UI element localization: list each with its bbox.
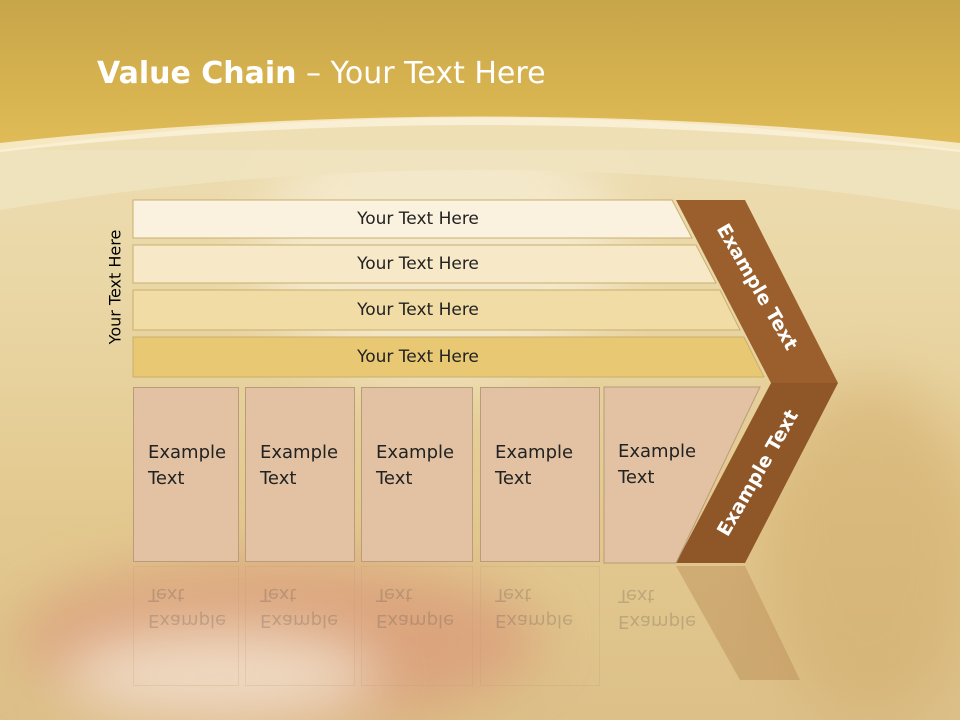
column-text-5b: Text: [618, 467, 655, 488]
chevron-reflection: [676, 566, 800, 680]
row-3: Your Text Here: [133, 290, 703, 330]
row-label-1: Your Text Here: [357, 209, 479, 229]
row-shape-3: [132, 289, 741, 331]
row-shape-4: [132, 336, 765, 378]
row-shape-2: [132, 244, 717, 284]
header-wave: [0, 116, 960, 210]
reflect-text: Example: [495, 610, 574, 631]
row-label-3: Your Text Here: [357, 300, 479, 320]
row-4: Your Text Here: [133, 337, 703, 377]
column-text-4a: Example: [495, 442, 574, 463]
reflect-text: Example: [148, 610, 227, 631]
reflect-text: Example: [618, 611, 697, 632]
slide-title: Value Chain – Your Text Here: [97, 56, 546, 91]
column-text-3b: Text: [376, 468, 413, 489]
reflect-text: Text: [376, 584, 413, 605]
column-text-4b: Text: [495, 468, 532, 489]
reflect-text: Example: [376, 610, 455, 631]
column-reflection-1: Example Text: [133, 566, 239, 686]
column-text-5a: Example: [618, 441, 697, 462]
row-1: Your Text Here: [133, 200, 703, 238]
column-text-1a: Example: [148, 442, 227, 463]
column-text-2b: Text: [260, 468, 297, 489]
row-label-4: Your Text Here: [357, 347, 479, 367]
row-shape-1: [132, 199, 693, 239]
reflect-text: Text: [260, 584, 297, 605]
column-reflection-3: Example Text: [361, 566, 473, 686]
reflect-text: Text: [148, 584, 185, 605]
reflect-text: Example: [260, 610, 339, 631]
reflect-text: Text: [618, 585, 655, 606]
column-text-3a: Example: [376, 442, 455, 463]
row-label-2: Your Text Here: [357, 254, 479, 274]
column-text-1b: Text: [148, 468, 185, 489]
title-bold: Value Chain: [97, 56, 297, 91]
column-reflection-4: Example Text: [480, 566, 600, 686]
title-rest: – Your Text Here: [296, 56, 546, 91]
column-text-2a: Example: [260, 442, 339, 463]
column-reflection-2: Example Text: [245, 566, 355, 686]
chevron-bottom: [676, 383, 838, 563]
chevron-top: [676, 200, 838, 383]
reflect-text: Text: [495, 584, 532, 605]
column-reflection-5: Example Text: [604, 566, 714, 686]
background-flowers: [60, 630, 380, 720]
row-2: Your Text Here: [133, 245, 703, 283]
